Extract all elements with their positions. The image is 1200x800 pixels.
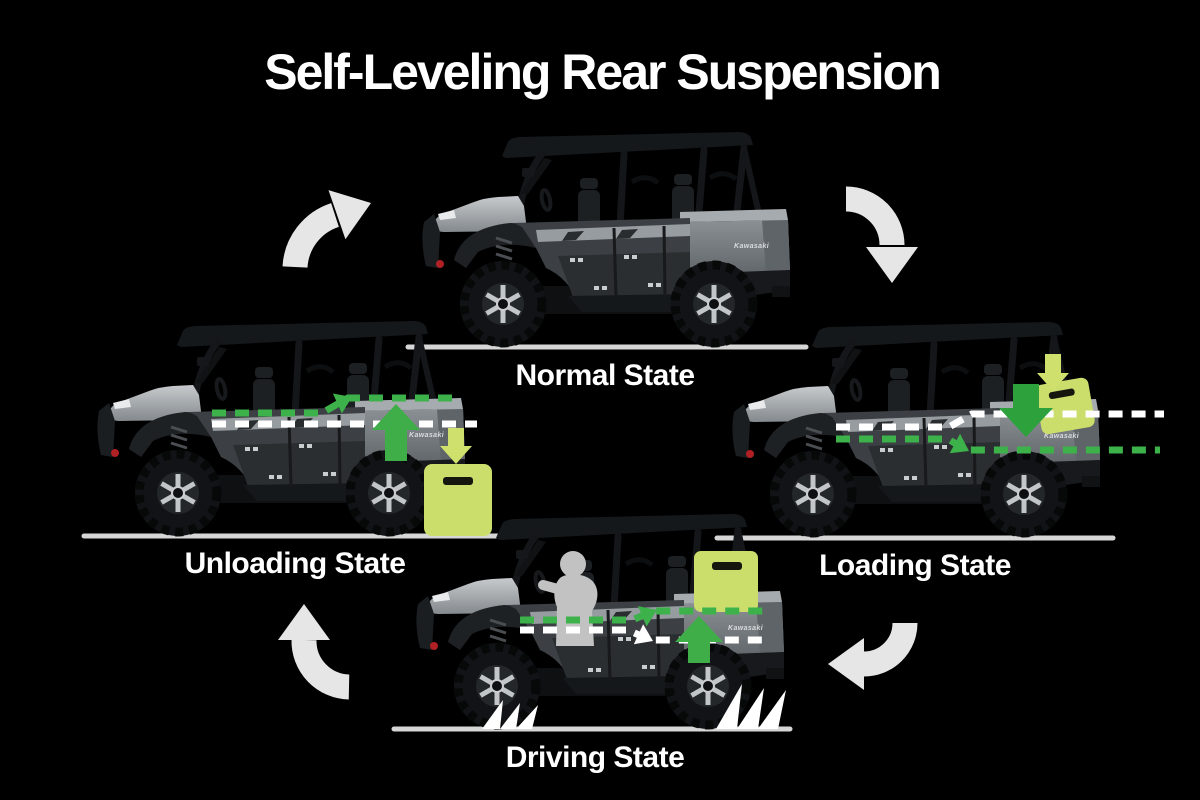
cargo-handle xyxy=(712,562,742,570)
grass-tuft-icon xyxy=(716,684,786,729)
level-drop-chevron-icon xyxy=(949,433,969,454)
curved-arrow-head-icon xyxy=(328,190,371,240)
curved-arrow-head-icon xyxy=(866,247,918,283)
suspension-raise-arrow-icon xyxy=(675,616,723,663)
level-rise-chevron-icon xyxy=(637,606,657,627)
curved-arrow-body xyxy=(282,203,340,269)
state-normal: Normal State xyxy=(405,132,809,392)
grass-tuft-icon xyxy=(482,700,538,729)
raised-level-line xyxy=(212,394,456,417)
level-line-before xyxy=(836,410,1164,431)
curved-arrow-head-icon xyxy=(828,638,864,690)
cargo-handle xyxy=(443,477,473,485)
suspension-compress-arrow-icon xyxy=(999,384,1053,437)
driver-arm xyxy=(538,580,570,596)
unload-down-arrow-icon xyxy=(440,428,472,464)
load-down-arrow-icon xyxy=(1037,354,1069,391)
curved-arrow-head-icon xyxy=(278,604,330,640)
cargo-box-icon xyxy=(694,551,758,612)
cargo-box-icon xyxy=(424,464,492,536)
driver-helmet xyxy=(560,551,586,577)
driver-silhouette-icon xyxy=(538,551,598,646)
state-label-driving: Driving State xyxy=(506,741,685,774)
state-loading: Loading State xyxy=(714,322,1164,582)
cargo-box-icon xyxy=(1035,377,1095,435)
curved-arrow-body xyxy=(845,186,905,246)
cycle-arrow-normal-to-loading xyxy=(845,186,918,283)
curved-arrow-body xyxy=(291,639,350,700)
vehicle-normal xyxy=(422,132,790,347)
cargo-box-dropping xyxy=(1035,377,1095,435)
level-rise-chevron-icon xyxy=(332,393,352,414)
curved-arrow-body xyxy=(863,622,918,677)
cycle-arrow-unloading-to-normal xyxy=(282,190,371,269)
state-label-normal: Normal State xyxy=(515,359,694,392)
suspension-raise-arrow-icon xyxy=(372,404,420,461)
state-driving: Driving State xyxy=(391,514,793,774)
cargo-handle xyxy=(1048,388,1075,400)
page-title: Self-Leveling Rear Suspension xyxy=(264,44,940,100)
state-label-unloading: Unloading State xyxy=(185,547,406,580)
cycle-arrow-driving-to-unloading xyxy=(278,604,350,700)
cargo-box-in-bed xyxy=(694,551,758,612)
cargo-box-ground xyxy=(424,464,492,536)
sag-chevron-icon xyxy=(633,624,653,645)
cycle-arrow-loading-to-driving xyxy=(828,622,918,690)
state-unloading: Unloading State xyxy=(81,321,503,580)
state-label-loading: Loading State xyxy=(819,549,1011,582)
